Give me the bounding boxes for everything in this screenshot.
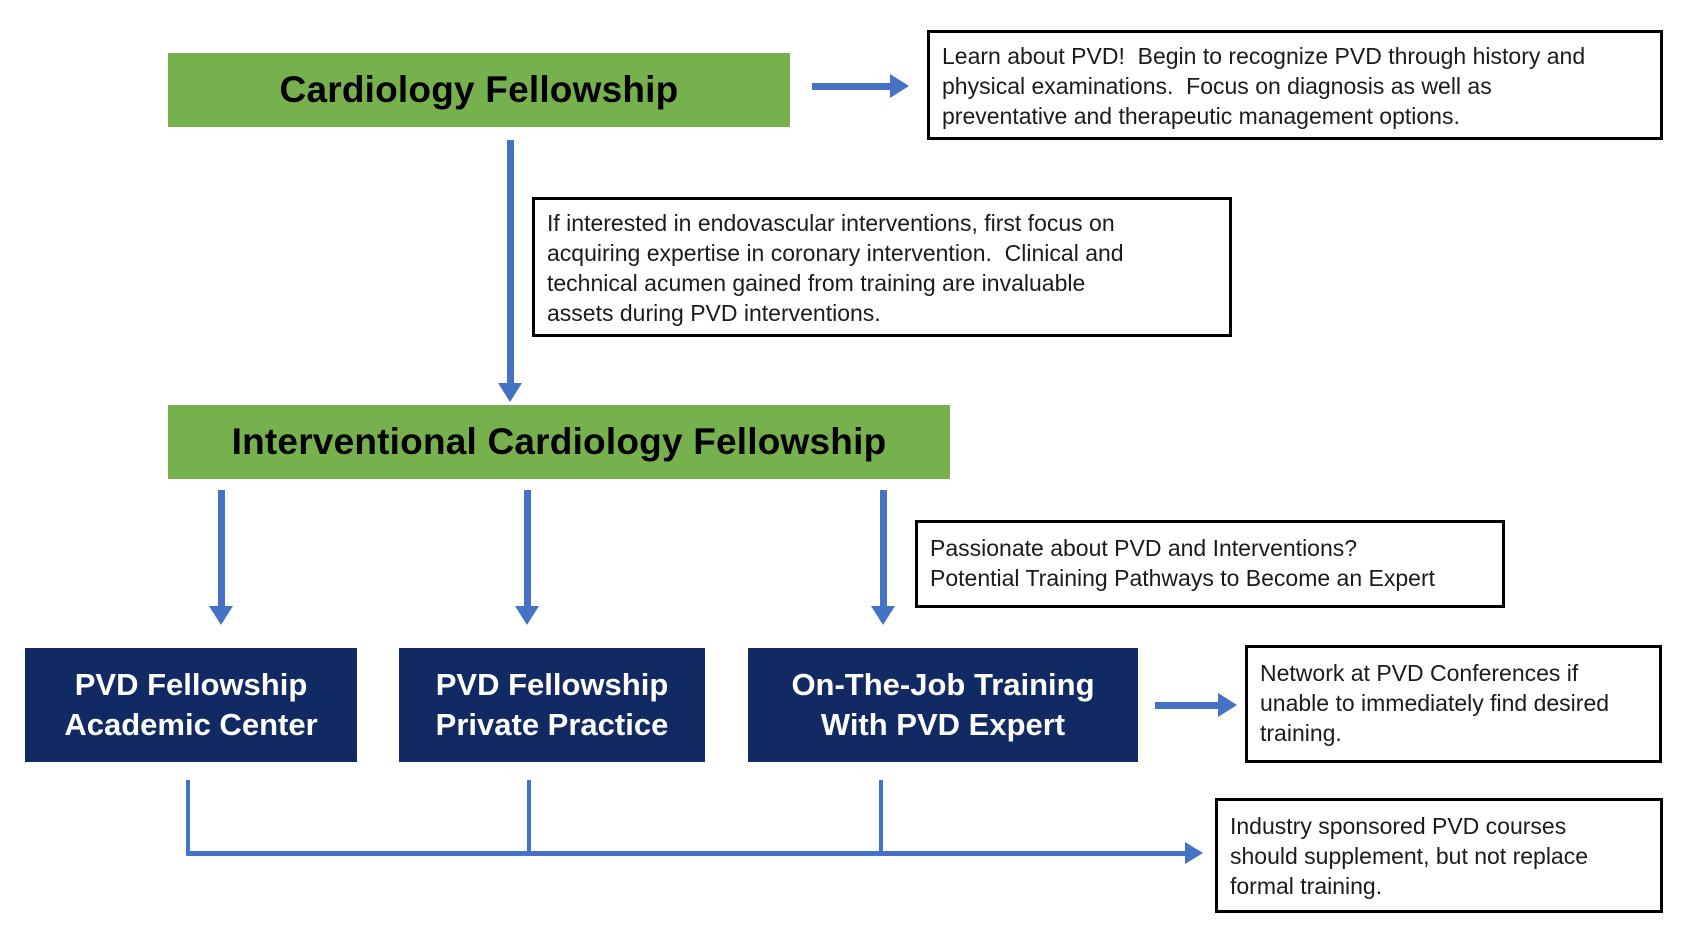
arrow-head — [209, 606, 233, 625]
arrow-head — [1218, 693, 1237, 717]
arrow-shaft — [812, 82, 890, 90]
arrow-head — [1185, 842, 1203, 864]
arrow-down-icon — [515, 490, 539, 625]
arrow-shaft — [217, 490, 225, 606]
node-interventional-cardiology-fellowship: Interventional Cardiology Fellowship — [168, 405, 950, 479]
node-on-the-job-training: On-The-Job Training With PVD Expert — [748, 648, 1138, 762]
arrow-down-icon — [871, 490, 895, 625]
node-pvd-fellowship-academic-center: PVD Fellowship Academic Center — [25, 648, 357, 762]
arrow-down-icon — [498, 140, 522, 402]
connector-line — [186, 780, 190, 855]
note-industry-courses: Industry sponsored PVD courses should su… — [1215, 798, 1663, 913]
note-passionate: Passionate about PVD and Interventions? … — [915, 520, 1505, 608]
arrow-shaft — [523, 490, 531, 606]
arrow-down-icon — [209, 490, 233, 625]
arrow-shaft — [879, 490, 887, 606]
arrow-head — [515, 606, 539, 625]
arrow-head — [871, 606, 895, 625]
connector-line — [186, 851, 1185, 856]
connector-line — [879, 780, 883, 855]
node-pvd-fellowship-private-practice: PVD Fellowship Private Practice — [399, 648, 705, 762]
note-coronary-first: If interested in endovascular interventi… — [532, 197, 1232, 337]
arrow-head — [890, 74, 909, 98]
note-network-conferences: Network at PVD Conferences if unable to … — [1245, 645, 1662, 763]
arrow-shaft — [1155, 701, 1218, 709]
note-learn-pvd: Learn about PVD! Begin to recognize PVD … — [927, 30, 1663, 140]
node-cardiology-fellowship: Cardiology Fellowship — [168, 53, 790, 127]
connector-line — [527, 780, 531, 855]
arrow-head — [498, 383, 522, 402]
arrow-shaft — [506, 140, 514, 383]
arrow-right-icon — [812, 74, 909, 98]
arrow-right-icon — [1155, 693, 1237, 717]
